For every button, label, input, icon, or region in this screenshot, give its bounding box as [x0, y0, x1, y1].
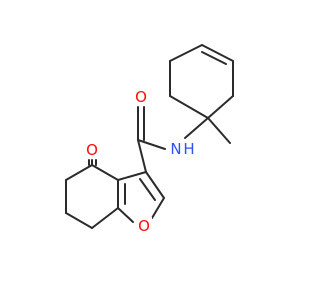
bond-c3-c2-double-inner — [139, 178, 156, 201]
amide-nitrogen-symbol: N — [170, 140, 181, 158]
atom-label-furan-oxygen: O — [136, 217, 152, 235]
bond-c6-c1 — [169, 95, 209, 119]
bond-c4-c5 — [65, 164, 93, 181]
ketone-oxygen-symbol: O — [86, 141, 98, 159]
cyclohexanone-ring — [65, 164, 119, 229]
bond-c7-c7a — [91, 207, 119, 229]
bond-c3-c3a — [117, 171, 147, 181]
bond-c3-c4-double — [201, 44, 234, 62]
bond-camide-c3 — [137, 139, 147, 173]
bond-n-camide — [137, 139, 166, 150]
amide-oxygen-symbol: O — [135, 88, 147, 106]
bond-c3-c4-double-inner — [201, 51, 227, 65]
molecule-structure: O O N H O — [65, 44, 234, 235]
bond-c3-c2-double — [145, 171, 165, 199]
bond-c3a-c4 — [91, 164, 119, 181]
bond-c1-c2 — [207, 95, 234, 119]
cyclohexene-ring — [169, 44, 234, 119]
furan-oxygen-symbol: O — [138, 217, 150, 235]
atom-label-amide-nitrogen: N H — [166, 139, 200, 159]
bond-o1-c7a — [117, 207, 134, 223]
bond-c2-o1 — [151, 197, 165, 219]
atom-label-ketone-oxygen: O — [84, 141, 100, 159]
bond-cq-n — [184, 117, 209, 139]
bond-c6-c7 — [65, 212, 93, 229]
atom-label-amide-oxygen: O — [133, 88, 149, 106]
bond-c4-c5 — [169, 44, 203, 62]
furan-ring — [117, 171, 165, 223]
bond-methyl — [207, 117, 231, 144]
amide-hydrogen-symbol: H — [183, 140, 194, 158]
